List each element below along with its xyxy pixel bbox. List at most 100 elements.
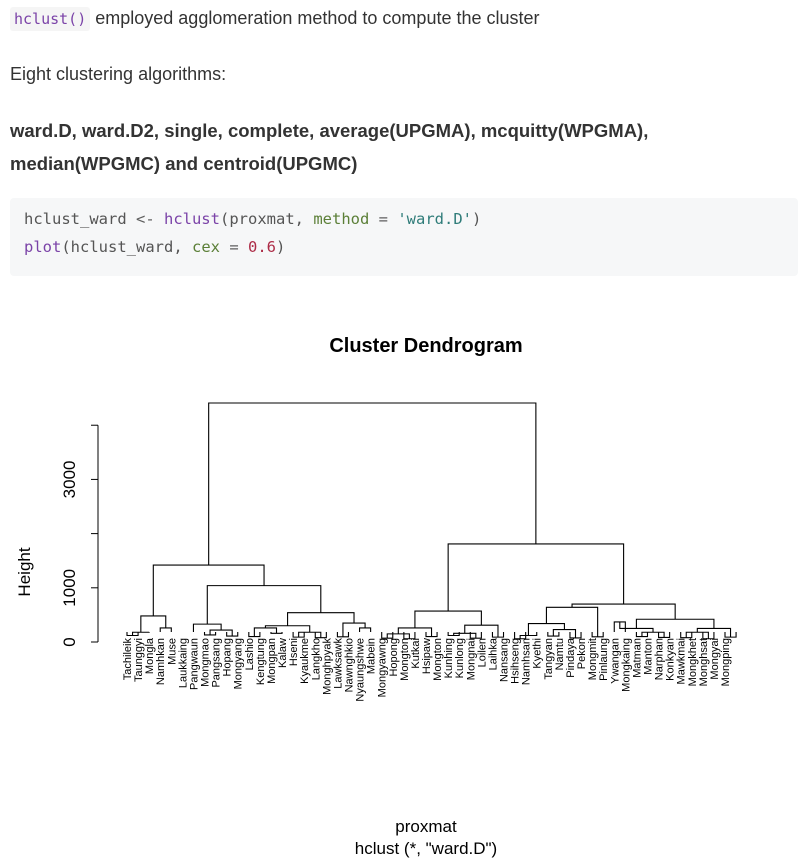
dendrogram-link	[248, 632, 261, 638]
leaf-label: Hsipaw	[421, 638, 433, 674]
leaf-label: Mongpan	[266, 638, 278, 684]
code-argname-method: method	[313, 210, 370, 228]
code-paren-open: (	[219, 210, 230, 228]
leaf-label: Hopong	[388, 638, 400, 677]
dendrogram-link	[425, 632, 438, 638]
leaf-label: Pinlaung	[598, 638, 610, 681]
leaf-label: Konkyan	[665, 638, 677, 681]
leaf-label: Taunggyi	[133, 638, 145, 682]
intro-line: hclust() employed agglomeration method t…	[10, 7, 540, 31]
dendrogram-link	[552, 628, 577, 638]
code-eq: =	[369, 210, 398, 228]
leaf-label: Tangyan	[543, 638, 555, 680]
hclust-code-inline: hclust()	[10, 7, 91, 31]
code-arg-hclust-ward: hclust_ward	[70, 238, 174, 256]
dendrogram-link	[253, 627, 278, 637]
dendrogram-link	[192, 623, 222, 632]
code-line-1: hclust_ward <- hclust(proxmat, method = …	[24, 210, 481, 228]
leaf-label: Kalaw	[277, 638, 289, 668]
code-arg-proxmat: proxmat	[229, 210, 295, 228]
dendrogram-link	[298, 631, 322, 638]
leaf-label: Loilen	[476, 638, 488, 667]
leaf-label: Nansang	[499, 638, 511, 682]
dendrogram-link	[208, 402, 537, 566]
leaf-label: Mongnai	[465, 638, 477, 680]
leaf-label: Pindaya	[565, 637, 577, 678]
leaf-label: Nawnghkio	[343, 638, 355, 692]
y-tick-label: 1000	[60, 569, 79, 607]
dendrogram-link	[159, 627, 172, 632]
code-eq: =	[220, 238, 248, 256]
dendrogram-link	[519, 632, 538, 639]
dendrogram-link	[414, 610, 482, 628]
y-axis-label: Height	[15, 547, 34, 596]
leaf-label: Langkho	[310, 638, 322, 680]
leaf-label: Tachileik	[122, 638, 134, 681]
leaf-label: Namhsan	[521, 638, 533, 685]
leaf-label: Mawkmai	[676, 638, 688, 684]
code-assign-op: <-	[126, 210, 164, 228]
dendrogram-link	[152, 564, 265, 616]
code-sep: ,	[294, 210, 314, 228]
dendrogram-link	[206, 585, 322, 625]
code-sep: ,	[173, 238, 192, 256]
leaf-label: Pangsang	[211, 638, 223, 688]
leaf-label: Pekon	[576, 638, 588, 669]
leaf-label: Mongyawng	[377, 638, 389, 697]
algorithms-list: ward.D, ward.D2, single, complete, avera…	[10, 120, 649, 174]
leaf-label: Manton	[642, 638, 654, 675]
leaf-label: Nyaungshwe	[355, 638, 367, 702]
leaf-label: Laihka	[487, 637, 499, 670]
dendrogram-link	[140, 615, 167, 633]
leaf-label: Monghsat	[698, 638, 710, 686]
y-tick-label: 0	[60, 637, 79, 646]
dendrogram-link	[131, 631, 150, 636]
leaf-label: Hopang	[222, 638, 234, 677]
intro-text: employed agglomeration method to compute…	[90, 8, 540, 28]
leaf-label: Narphan	[654, 638, 666, 680]
chart-title: Cluster Dendrogram	[329, 335, 522, 357]
dendrogram-link	[270, 632, 283, 634]
dendrogram-links	[126, 402, 737, 640]
dendrogram-link	[453, 632, 477, 639]
leaf-label: Pangwaun	[188, 638, 200, 690]
code-fn-plot: plot	[24, 238, 62, 256]
dendrogram-link	[126, 632, 139, 637]
algorithms-lead: Eight clustering algorithms:	[10, 64, 227, 84]
leaf-label: Kengtung	[255, 638, 267, 685]
code-string-ward-d: 'ward.D'	[397, 210, 472, 228]
dendrogram-link	[635, 618, 715, 629]
leaf-label: Mongla	[144, 637, 156, 674]
leaf-label: Monghpyak	[321, 638, 333, 695]
dendrogram-link	[203, 632, 217, 636]
leaf-label: Hsihseng	[510, 638, 522, 684]
leaf-label: Mongmao	[200, 638, 212, 687]
dendrogram-link	[635, 632, 649, 638]
leaf-label: Kunhing	[443, 638, 455, 678]
x-axis-sublabel: hclust (*, "ward.D")	[355, 839, 497, 858]
leaf-label: Muse	[166, 638, 178, 665]
code-paren-close: )	[276, 238, 286, 256]
leaf-label: Mongyai	[709, 638, 721, 680]
dendrogram-link	[527, 623, 565, 636]
leaf-label: Lawksawk	[332, 638, 344, 689]
leaf-label: Mongmit	[587, 638, 599, 680]
code-fn-hclust: hclust	[163, 210, 220, 228]
leaf-label: Kyaukme	[299, 638, 311, 684]
dendrogram-link	[386, 633, 410, 639]
leaf-label: Namhkan	[155, 638, 167, 685]
leaf-label: Kunlong	[454, 638, 466, 678]
leaf-label: Kyethi	[532, 638, 544, 669]
y-axis: 0 1000 3000	[60, 424, 99, 647]
leaf-label: Lashio	[244, 638, 256, 670]
leaf-label: Laukkaing	[177, 638, 189, 688]
y-tick-label: 3000	[60, 461, 79, 499]
code-var: hclust_ward	[24, 210, 127, 228]
code-line-2: plot(hclust_ward, cex = 0.6)	[24, 238, 285, 256]
code-block: hclust_ward <- hclust(proxmat, method = …	[10, 198, 798, 276]
leaf-label: Ywangan	[609, 638, 621, 684]
code-number: 0.6	[248, 238, 276, 256]
dendrogram-link	[226, 632, 239, 637]
dendrogram-link	[464, 624, 499, 638]
